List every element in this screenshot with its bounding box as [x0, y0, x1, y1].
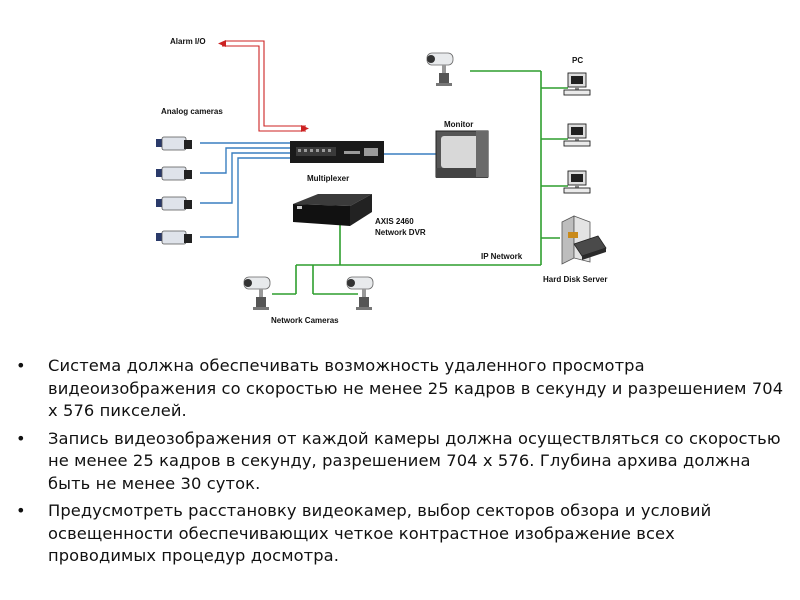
requirement-item: • Запись видеозображения от каждой камер… [16, 428, 786, 496]
requirements-list: • Система должна обеспечивать возможност… [16, 355, 786, 573]
requirement-item: • Система должна обеспечивать возможност… [16, 355, 786, 423]
analog-camera-lines [200, 142, 436, 238]
monitor-label: Monitor [444, 120, 473, 129]
analog-camera-icon [155, 196, 193, 211]
pc-icon [563, 72, 591, 96]
ip-network-label: IP Network [481, 252, 523, 261]
dvr-label-model: AXIS 2460 [375, 217, 414, 226]
requirement-text: Система должна обеспечивать возможность … [48, 356, 784, 420]
multiplexer-label: Multiplexer [307, 174, 349, 183]
network-cameras-label: Network Cameras [271, 316, 339, 325]
pc-label: PC [572, 56, 583, 65]
alarm-link-lines [218, 40, 309, 132]
analog-camera-icon [155, 136, 193, 151]
pc-icon [563, 170, 591, 194]
bullet-marker: • [16, 501, 26, 520]
analog-camera-icon [155, 166, 193, 181]
hard-disk-server-label: Hard Disk Server [543, 275, 607, 284]
bullet-marker: • [16, 356, 26, 375]
dvr-label-type: Network DVR [375, 228, 426, 237]
network-camera-icon [426, 52, 454, 87]
hard-disk-server-icon [561, 215, 607, 265]
requirement-item: • Предусмотреть расстановку видеокамер, … [16, 500, 786, 568]
analog-cameras-label: Analog cameras [161, 107, 223, 116]
ip-network-lines [272, 70, 568, 295]
monitor-icon [435, 130, 489, 178]
requirement-text: Запись видеозображения от каждой камеры … [48, 428, 781, 493]
alarm-io-label: Alarm I/O [170, 37, 206, 46]
network-camera-icon [243, 276, 271, 311]
pc-icon [563, 123, 591, 147]
network-dvr-icon [293, 194, 372, 226]
bullet-marker: • [16, 428, 26, 448]
multiplexer-icon [290, 141, 384, 163]
requirement-text: Предусмотреть расстановку видеокамер, вы… [48, 501, 712, 565]
network-diagram: Alarm I/O Analog cameras Multiplexer Mon… [155, 37, 607, 325]
analog-camera-icon [155, 230, 193, 245]
